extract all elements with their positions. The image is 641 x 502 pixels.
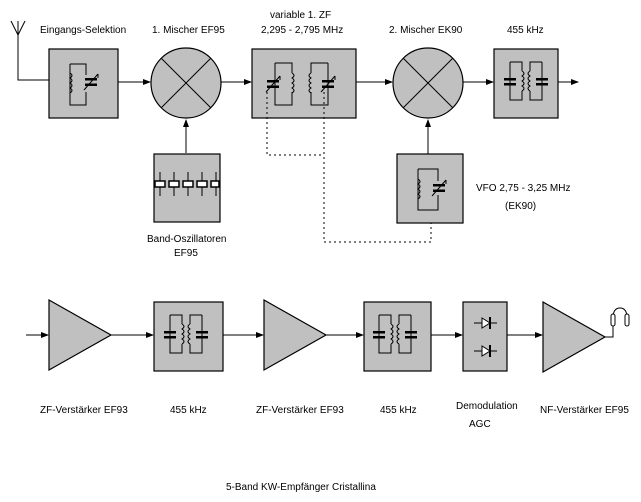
label-agc: AGC <box>469 419 491 430</box>
af-amplifier-block <box>542 301 606 373</box>
demodulator-block <box>462 301 508 372</box>
label-if-filter-top: 455 kHz <box>507 25 544 36</box>
diagram-title: 5-Band KW-Empfänger Cristallina <box>226 482 376 493</box>
if-amplifier1-block <box>48 299 112 371</box>
if-filter2-block <box>363 301 432 372</box>
diode-icon <box>474 317 497 329</box>
headphones-icon <box>605 307 630 338</box>
lc-tuned-circuit-icon <box>69 63 99 106</box>
tuning-coupling-line <box>323 92 432 243</box>
variable-bandpass-icon <box>265 62 336 106</box>
label-mixer1: 1. Mischer EF95 <box>152 25 225 36</box>
label-af-amplifier: NF-Verstärker EF95 <box>540 405 629 416</box>
label-if-amplifier2: ZF-Verstärker EF93 <box>256 405 344 416</box>
mixer2-block <box>392 47 464 119</box>
label-if-filter1: 455 kHz <box>170 405 207 416</box>
mixer1-block <box>150 47 222 119</box>
label-band-oscillators-1: Band-Oszillatoren <box>147 234 226 245</box>
mixer-cross-icon <box>160 57 212 109</box>
mixer-cross-icon <box>402 57 454 109</box>
label-input-selection: Eingangs-Selektion <box>40 25 126 36</box>
label-band-oscillators-2: EF95 <box>174 248 198 259</box>
label-variable-if-1: variable 1. ZF <box>270 10 331 21</box>
band-oscillators-block <box>153 153 221 223</box>
label-if-amplifier1: ZF-Verstärker EF93 <box>40 405 128 416</box>
diode-icon <box>474 345 497 357</box>
lc-tuned-circuit-icon <box>417 168 447 211</box>
variable-if-block <box>251 48 357 119</box>
if-filter-top-block <box>493 48 559 119</box>
label-if-filter2: 455 kHz <box>380 405 417 416</box>
label-vfo-2: (EK90) <box>505 201 536 212</box>
input-selection-block <box>48 48 119 119</box>
antenna-icon <box>10 20 49 81</box>
label-variable-if-2: 2,295 - 2,795 MHz <box>261 25 343 36</box>
vfo-block <box>396 153 464 224</box>
if-amplifier2-block <box>263 299 327 371</box>
crystal-bank-icon <box>154 172 220 196</box>
if-filter1-block <box>153 301 224 372</box>
tuning-coupling-line <box>266 92 324 156</box>
label-demodulation: Demodulation <box>456 401 518 412</box>
label-mixer2: 2. Mischer EK90 <box>389 25 463 36</box>
label-vfo-1: VFO 2,75 - 3,25 MHz <box>476 183 570 194</box>
